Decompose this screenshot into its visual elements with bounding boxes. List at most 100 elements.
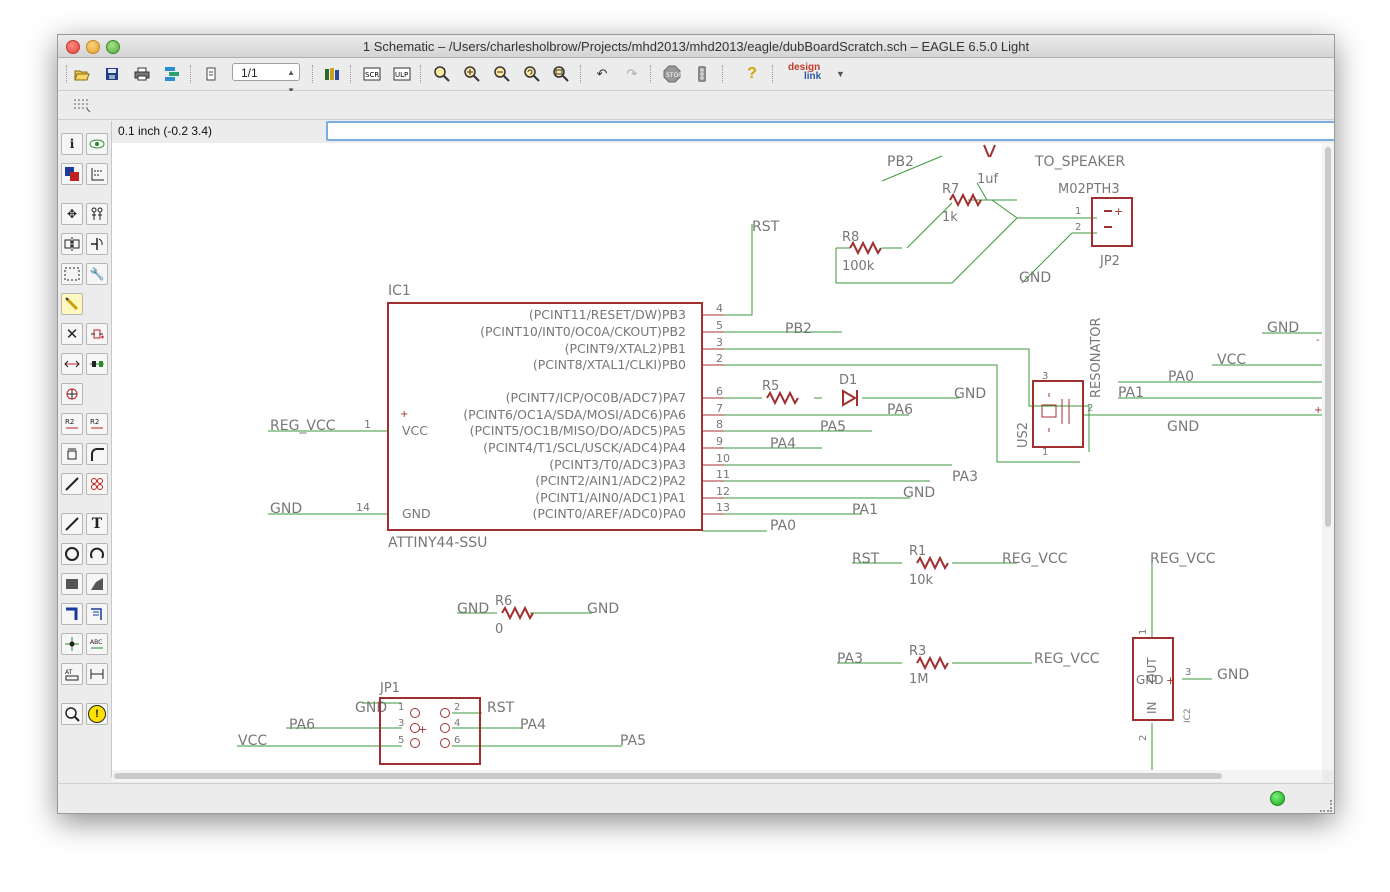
help-icon[interactable]: ? [747, 65, 757, 82]
jp1-header[interactable]: + JP1 1 2 3 4 5 6 [379, 681, 481, 765]
show-tool-button[interactable] [86, 133, 108, 155]
ulp-icon[interactable]: ULP [392, 64, 412, 84]
net-tool-button[interactable] [86, 603, 108, 625]
gateswap-tool-button[interactable] [86, 353, 108, 375]
bus-tool-button[interactable] [61, 603, 83, 625]
pinswap-tool-button[interactable] [61, 353, 83, 375]
ic2-name: IC2 [1183, 708, 1193, 723]
net-label: PA6 [887, 402, 913, 418]
ic1-pin-number: 11 [716, 468, 730, 481]
grid-dots-icon[interactable] [72, 95, 92, 115]
rotate-tool-button[interactable] [86, 233, 108, 255]
ic1-name: IC1 [388, 283, 411, 299]
erc-tool-button[interactable]: ! [86, 703, 108, 725]
svg-text:+: + [400, 409, 408, 420]
paste-tool-button[interactable] [61, 293, 83, 315]
command-line-input[interactable]: ▼ [326, 121, 1334, 141]
designlink-bottom-label: link [804, 71, 822, 82]
r3-resistor[interactable]: R3 1M [909, 644, 949, 687]
horizontal-scroll-thumb[interactable] [114, 773, 1222, 779]
circle-tool-button[interactable] [61, 543, 83, 565]
vertical-scrollbar[interactable] [1322, 143, 1334, 770]
r5-resistor[interactable]: R5 [762, 379, 799, 404]
net-label: RST [752, 219, 780, 235]
name-tool-button[interactable]: R2 [61, 413, 83, 435]
jp1-pin: 1 [398, 702, 404, 713]
miter-tool-button[interactable] [86, 443, 108, 465]
stop-icon[interactable]: STOP [662, 64, 682, 84]
change-tool-button[interactable]: 🔧 [86, 263, 108, 285]
ic1-pin-number: 14 [356, 501, 370, 514]
vertical-scroll-thumb[interactable] [1325, 147, 1331, 527]
close-window-button[interactable] [66, 40, 80, 54]
open-icon[interactable] [72, 64, 92, 84]
net-label: RST [487, 700, 515, 716]
d1-diode[interactable]: D1 [839, 373, 858, 407]
group-tool-button[interactable] [61, 263, 83, 285]
ic1-pin-number: 6 [716, 385, 723, 398]
attribute-tool-button[interactable]: AT [61, 663, 83, 685]
copy-tool-button[interactable] [86, 203, 108, 225]
r7-resistor[interactable]: R7 1k [942, 182, 982, 225]
redo-icon[interactable]: ↷ [626, 66, 638, 81]
zoom-window-button[interactable] [106, 40, 120, 54]
parameter-toolbar [58, 91, 1334, 120]
display-tool-button[interactable] [61, 163, 83, 185]
zoom-redraw-icon[interactable] [522, 64, 542, 84]
name-icon: R2 [65, 418, 78, 429]
capacitor-symbol[interactable]: 1uf [977, 144, 999, 187]
script-icon[interactable]: SCR [362, 64, 382, 84]
mark-tool-button[interactable] [86, 163, 108, 185]
mirror-tool-button[interactable] [61, 233, 83, 255]
sheet-selector[interactable]: 1/1 ▲▼ [232, 63, 300, 95]
go-icon[interactable] [692, 64, 712, 84]
svg-text:ULP: ULP [395, 71, 408, 79]
info-tool-button[interactable]: i [61, 133, 83, 155]
zoom-out-icon[interactable] [492, 64, 512, 84]
polygon-tool-button[interactable] [86, 573, 108, 595]
cam-icon[interactable] [162, 64, 182, 84]
undo-icon[interactable]: ↶ [596, 66, 608, 81]
resize-grip-icon[interactable] [1320, 800, 1332, 812]
replace-tool-button[interactable] [61, 383, 83, 405]
ic1-pin-number: 2 [716, 352, 723, 365]
jp2-connector[interactable]: + M02PTH3 JP2 1 2 [1058, 182, 1133, 269]
r1-resistor[interactable]: R1 10k [909, 544, 949, 588]
dimension-tool-button[interactable] [86, 663, 108, 685]
label-tool-button[interactable]: ABC [86, 633, 108, 655]
errors-tool-button[interactable] [61, 703, 83, 725]
zoom-in-icon[interactable] [462, 64, 482, 84]
split-tool-button[interactable] [61, 473, 83, 495]
designlink-button[interactable]: design link [788, 63, 822, 82]
ic1-pin-number: 5 [716, 319, 723, 332]
chevron-down-icon[interactable]: ▼ [836, 69, 845, 79]
print-icon[interactable] [132, 64, 152, 84]
text-tool-button[interactable]: T [86, 513, 108, 535]
ic1-pin-number: 3 [716, 336, 723, 349]
wire-tool-button[interactable] [61, 513, 83, 535]
arc-tool-button[interactable] [86, 543, 108, 565]
us2-resonator[interactable]: RESONATOR US2 3 2 1 [1016, 317, 1104, 458]
sheet-icon[interactable] [201, 64, 221, 84]
r8-resistor[interactable]: R8 100k [842, 230, 882, 274]
save-icon[interactable] [102, 64, 122, 84]
move-tool-button[interactable]: ✥ [61, 203, 83, 225]
value-tool-button[interactable]: R2 [86, 413, 108, 435]
invoke-tool-button[interactable] [86, 473, 108, 495]
horizontal-scrollbar[interactable] [112, 770, 1322, 782]
add-tool-button[interactable] [86, 323, 108, 345]
r6-resistor[interactable]: R6 0 [495, 594, 534, 637]
smash-tool-button[interactable] [61, 443, 83, 465]
library-icon[interactable] [322, 64, 342, 84]
rect-tool-button[interactable] [61, 573, 83, 595]
delete-tool-button[interactable]: ✕ [61, 323, 83, 345]
ic1-pin-name: (PCINT2/AIN1/ADC2)PA2 [535, 473, 686, 488]
minimize-window-button[interactable] [86, 40, 100, 54]
junction-tool-button[interactable] [61, 633, 83, 655]
ic2-regulator[interactable]: OUT IN GND + IC2 1 2 3 [1132, 629, 1193, 741]
zoom-select-icon[interactable] [552, 64, 572, 84]
zoom-fit-icon[interactable] [432, 64, 452, 84]
